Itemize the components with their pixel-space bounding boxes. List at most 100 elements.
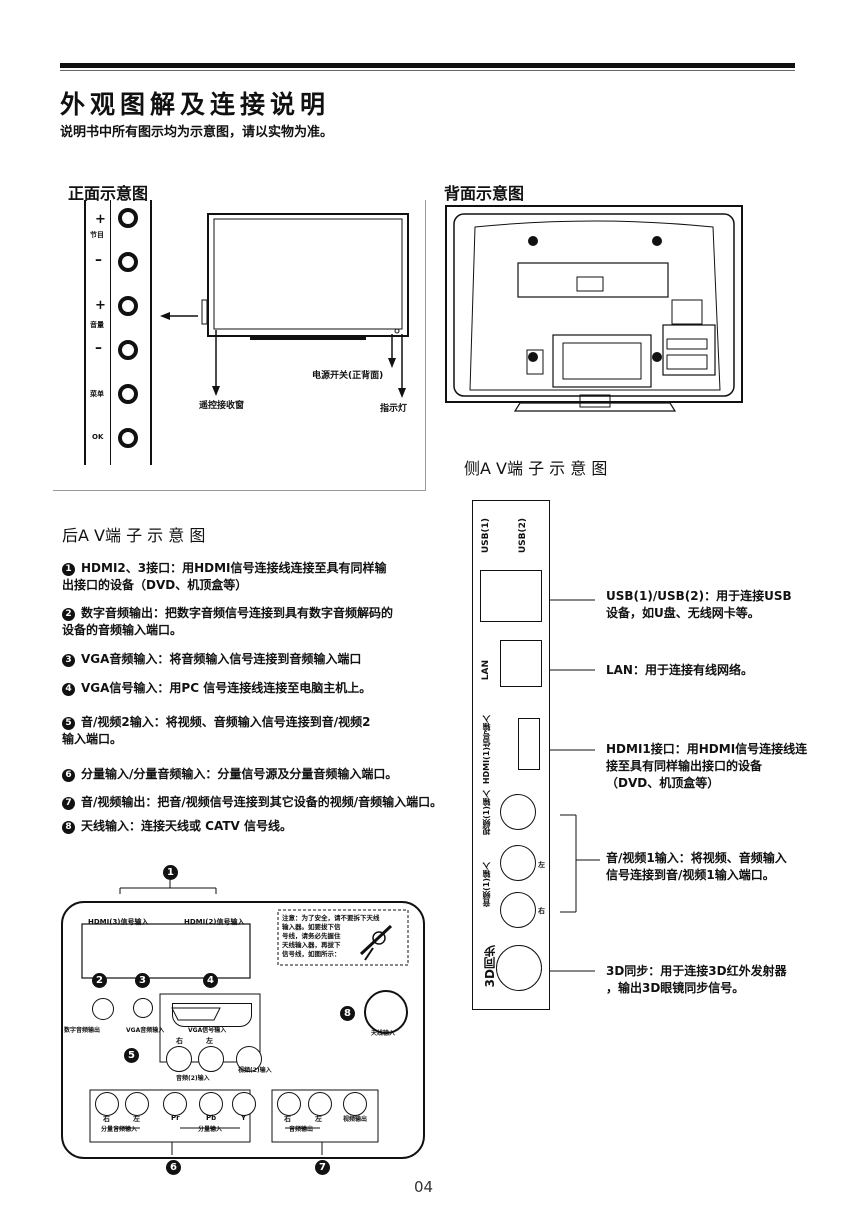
item-text: 数字音频输出：把数字音频信号连接到具有数字音频解码的 设备的音频输入端口。 bbox=[62, 606, 394, 637]
number-badge: 1 bbox=[62, 563, 75, 576]
vga-port[interactable] bbox=[172, 1003, 252, 1027]
marker-1: 1 bbox=[163, 865, 178, 880]
hdmi2-label: HDMI(2)信号输入 bbox=[184, 918, 245, 926]
hdmi3-label: HDMI(3)信号输入 bbox=[88, 918, 149, 926]
page-number: 04 bbox=[414, 1178, 434, 1196]
plug-hand-icon bbox=[359, 924, 393, 961]
side-lan-desc: LAN：用于连接有线网络。 bbox=[606, 663, 753, 677]
page-title: 外观图解及连接说明 bbox=[60, 90, 331, 119]
button-prog-plus[interactable]: + 节目 bbox=[90, 202, 146, 242]
number-badge: 3 bbox=[62, 654, 75, 667]
button-circle-icon bbox=[118, 340, 138, 360]
minus-symbol: – bbox=[95, 340, 102, 356]
front-heading: 正面示意图 bbox=[68, 184, 149, 203]
pr-label: Pr bbox=[171, 1114, 180, 1122]
callout-power: 电源开关(正背面) bbox=[312, 371, 384, 381]
button-circle-icon bbox=[118, 296, 138, 316]
comp-right-label: 右 bbox=[103, 1115, 110, 1123]
number-badge: 4 bbox=[62, 683, 75, 696]
marker-8: 8 bbox=[340, 1006, 355, 1021]
callout-indicator: 指示灯 bbox=[380, 404, 408, 414]
digital-audio-out-port[interactable] bbox=[92, 998, 114, 1020]
header-rule-thin bbox=[60, 70, 795, 71]
rear-panel-drawing bbox=[61, 880, 425, 1159]
vga-audio-label: VGA音频输入 bbox=[126, 1027, 165, 1034]
back-heading: 背面示意图 bbox=[444, 184, 525, 203]
audio2-right-port[interactable] bbox=[166, 1046, 192, 1072]
lan-port[interactable] bbox=[500, 640, 542, 687]
side-video1-label: 视频(1)输入 bbox=[482, 790, 491, 835]
digital-out-label: 数字音频输出 bbox=[64, 1027, 101, 1034]
sync3d-port[interactable] bbox=[496, 945, 542, 991]
comp-pb-port[interactable] bbox=[199, 1092, 223, 1116]
marker-3: 3 bbox=[135, 973, 150, 988]
number-badge: 8 bbox=[62, 821, 75, 834]
header-rule bbox=[60, 63, 795, 68]
button-ok[interactable]: OK bbox=[90, 426, 146, 456]
side-audio1-label: 音频(1)输入 bbox=[482, 862, 491, 907]
item-text: HDMI2、3接口：用HDMI信号连接线连接至具有同样输 出接口的设备（DVD、… bbox=[62, 561, 387, 592]
usb-port-block[interactable] bbox=[480, 570, 542, 622]
audio-out-label: 音频输出 bbox=[289, 1126, 314, 1133]
video2-port[interactable] bbox=[236, 1046, 262, 1072]
audio1-right-port[interactable] bbox=[500, 892, 536, 928]
button-label: OK bbox=[92, 433, 104, 441]
marker-4: 4 bbox=[203, 973, 218, 988]
antenna-note: 注意：为了安全，请不要拆下天线 输入器。如要拔下信 号线，请务必先握住 天线输入… bbox=[282, 914, 380, 958]
audio-out-right-port[interactable] bbox=[277, 1092, 301, 1116]
number-badge: 5 bbox=[62, 717, 75, 730]
aout-right-label: 右 bbox=[284, 1115, 291, 1123]
button-vol-minus[interactable]: – bbox=[90, 338, 146, 368]
plus-symbol: + bbox=[95, 298, 106, 313]
vga-audio-in-port[interactable] bbox=[133, 998, 153, 1018]
antenna-port[interactable] bbox=[364, 990, 408, 1034]
button-circle-icon bbox=[118, 208, 138, 228]
marker-5: 5 bbox=[124, 1048, 139, 1063]
number-badge: 6 bbox=[62, 769, 75, 782]
button-label: 音量 bbox=[90, 321, 104, 329]
button-circle-icon bbox=[118, 428, 138, 448]
comp-pr-port[interactable] bbox=[163, 1092, 187, 1116]
comp-audio-right-port[interactable] bbox=[95, 1092, 119, 1116]
audio2-left-port[interactable] bbox=[198, 1046, 224, 1072]
button-label: 菜单 bbox=[90, 390, 104, 398]
marker-6: 6 bbox=[166, 1160, 181, 1175]
button-circle-icon bbox=[118, 384, 138, 404]
aout-left-label: 左 bbox=[315, 1115, 322, 1123]
page-subtitle: 说明书中所有图示均为示意图，请以实物为准。 bbox=[60, 125, 334, 140]
video-out-label: 视频输出 bbox=[343, 1116, 368, 1123]
button-vol-plus[interactable]: + 音量 bbox=[90, 290, 146, 330]
item-text: VGA音频输入：将音频输入信号连接到音频输入端口 bbox=[81, 652, 362, 666]
side-lan-label: LAN bbox=[481, 660, 491, 681]
comp-in-label: 分量输入 bbox=[198, 1126, 223, 1133]
audio1-left-port[interactable] bbox=[500, 845, 536, 881]
hdmi1-port[interactable] bbox=[518, 718, 540, 770]
item-text: 分量输入/分量音频输入：分量信号源及分量音频输入端口。 bbox=[81, 767, 398, 781]
button-strip-divider bbox=[110, 200, 111, 465]
comp-y-port[interactable] bbox=[232, 1092, 256, 1116]
video1-port[interactable] bbox=[500, 794, 536, 830]
side-leader-lines bbox=[550, 599, 600, 972]
button-prog-minus[interactable]: – bbox=[90, 250, 146, 280]
rear-item-8: 8 天线输入：连接天线或 CATV 信号线。 bbox=[62, 818, 482, 835]
button-menu[interactable]: 菜单 bbox=[90, 382, 146, 412]
front-frame bbox=[53, 200, 426, 491]
plus-symbol: + bbox=[95, 212, 106, 227]
video-out-port[interactable] bbox=[343, 1092, 367, 1116]
side-hdmi-desc: HDMI1接口：用HDMI信号连接线连 接至具有同样输出接口的设备 （DVD、机… bbox=[606, 742, 808, 790]
item-text: 天线输入：连接天线或 CATV 信号线。 bbox=[81, 819, 292, 833]
video2-label: 视频(2)输入 bbox=[238, 1067, 272, 1074]
side-panel bbox=[472, 500, 550, 1010]
left-label: 左 bbox=[538, 861, 545, 869]
side-3d-desc: 3D同步：用于连接3D红外发射器 ，输出3D眼镜同步信号。 bbox=[606, 964, 787, 995]
audio-out-left-port[interactable] bbox=[308, 1092, 332, 1116]
front-tv-drawing bbox=[160, 213, 409, 398]
comp-audio-left-port[interactable] bbox=[125, 1092, 149, 1116]
button-label: 节目 bbox=[90, 231, 104, 239]
button-circle-icon bbox=[118, 252, 138, 272]
side-heading: 侧A V端 子 示 意 图 bbox=[464, 459, 608, 478]
